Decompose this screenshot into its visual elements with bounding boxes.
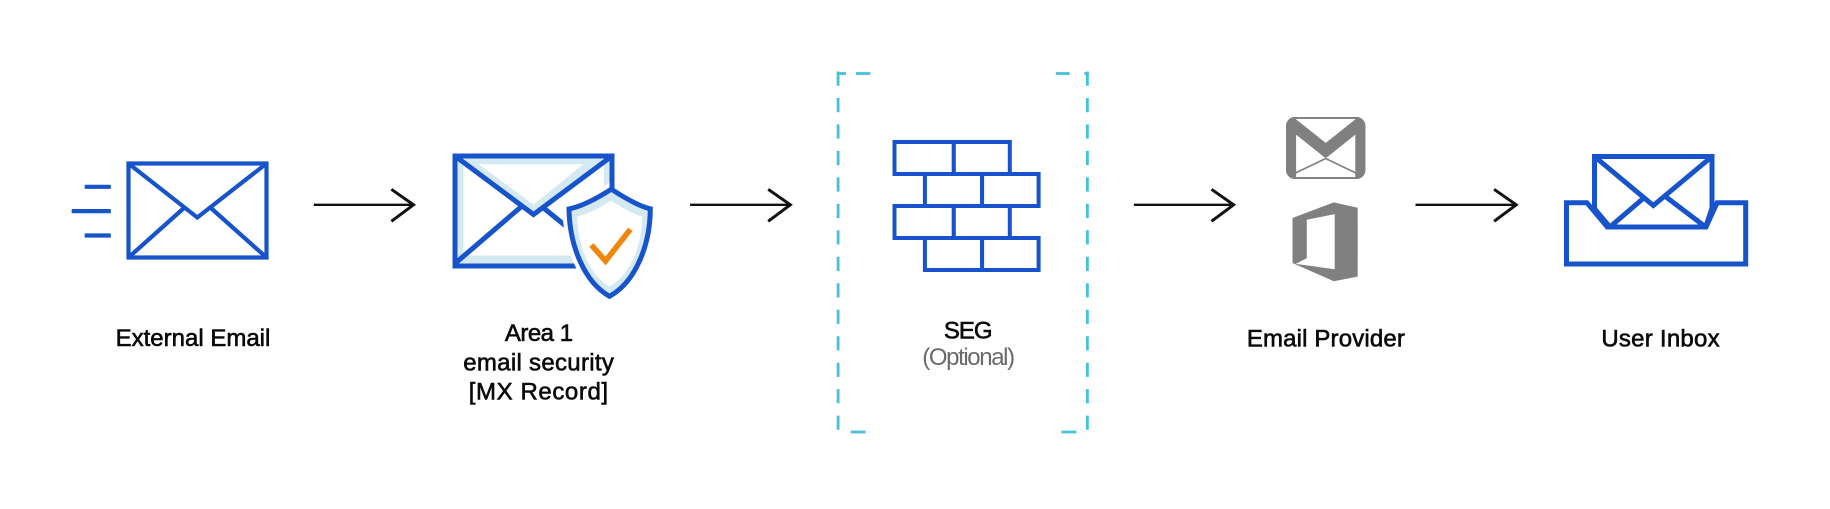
svg-text:SEG: SEG bbox=[944, 317, 992, 344]
svg-text:[MX Record]: [MX Record] bbox=[469, 379, 609, 406]
svg-text:(Optional): (Optional) bbox=[922, 344, 1014, 371]
svg-text:Email Provider: Email Provider bbox=[1247, 326, 1405, 353]
svg-text:Area 1: Area 1 bbox=[505, 320, 573, 347]
svg-text:email security: email security bbox=[463, 350, 614, 377]
svg-text:External Email: External Email bbox=[116, 325, 271, 352]
svg-text:User Inbox: User Inbox bbox=[1601, 326, 1720, 353]
